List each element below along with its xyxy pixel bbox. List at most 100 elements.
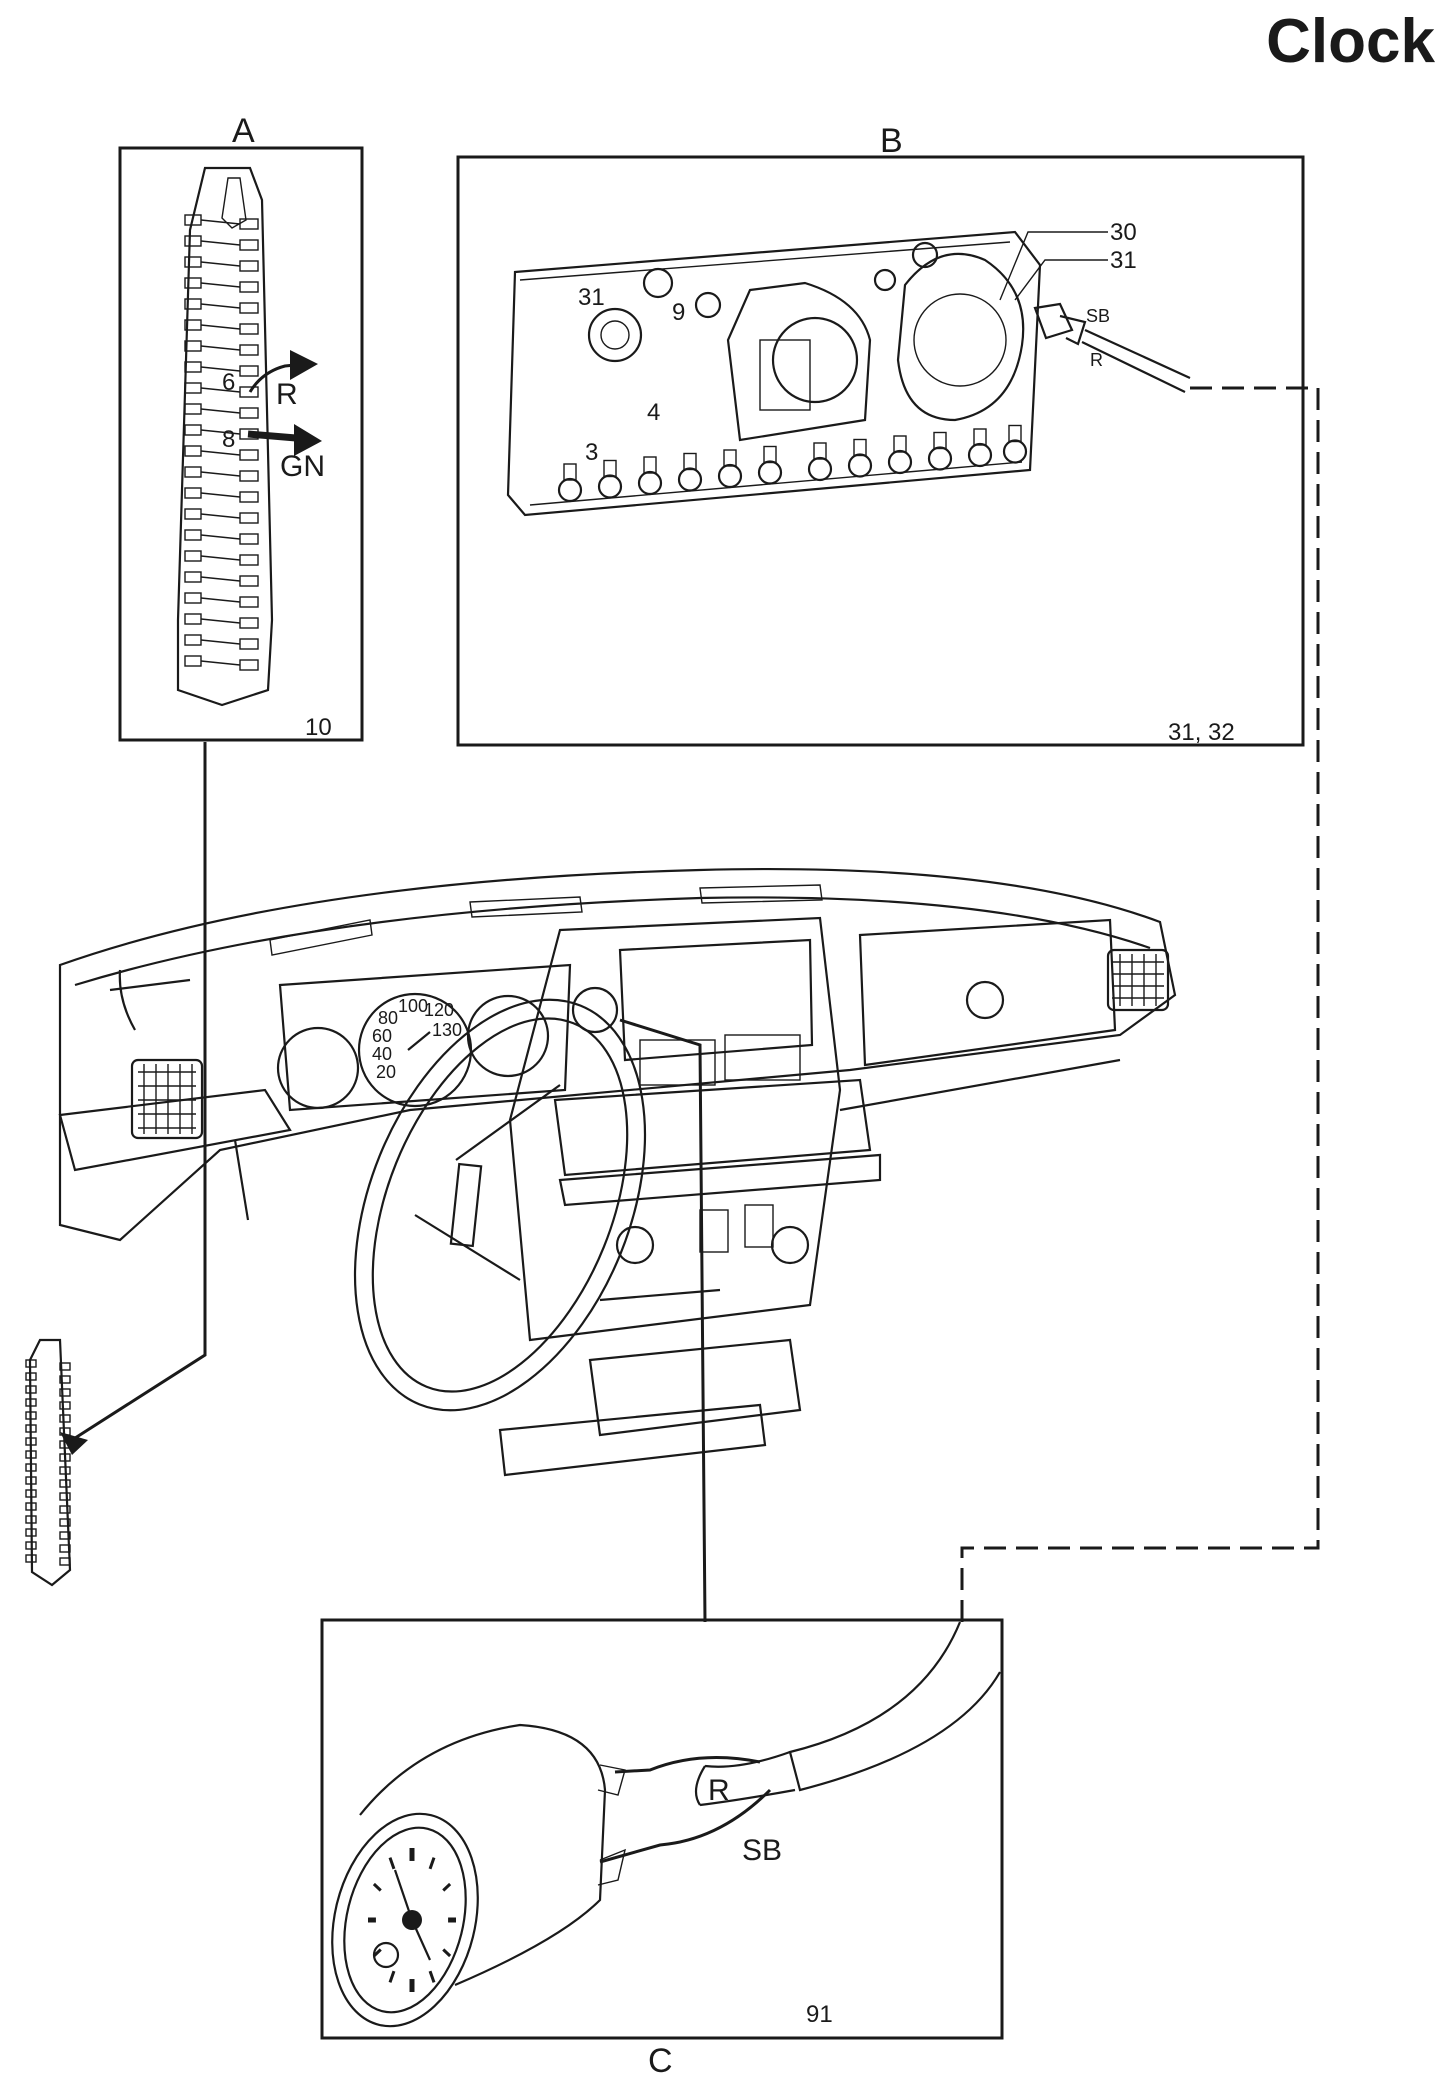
thumb-terminal [25, 1554, 37, 1563]
thumb-terminal [59, 1518, 71, 1527]
clock-connector-plug [1033, 302, 1191, 393]
board-knob [1002, 439, 1028, 464]
board-knob-stem [603, 459, 617, 478]
thumb-terminal [25, 1424, 37, 1433]
clock-tick [388, 1970, 396, 1983]
pin-6-label: 6 [222, 369, 235, 396]
terminal-right [239, 554, 259, 566]
terminal-bar [200, 303, 241, 309]
terminal-left [184, 235, 202, 247]
board-knob-stem [643, 456, 657, 474]
speedo-tick-60: 60 [372, 1026, 392, 1046]
speedo-tick-20: 20 [376, 1062, 396, 1082]
terminal-right [239, 638, 259, 650]
terminal-left [184, 445, 202, 457]
terminal-right [239, 281, 259, 293]
terminal-bar [200, 408, 241, 414]
clock-tick [428, 1857, 436, 1870]
speedo-tick-100: 100 [398, 996, 428, 1016]
clock-tick [388, 1857, 396, 1870]
wire-gn-arrow-a [247, 424, 322, 456]
board-knob [717, 463, 743, 489]
terminal-left [184, 487, 202, 499]
thumb-terminal [59, 1388, 71, 1397]
dashboard-illustration: 100 120 80 130 60 40 20 [58, 867, 1177, 1477]
panel-c-ref: 91 [806, 2001, 833, 2028]
page-title: Clock [1266, 7, 1435, 76]
terminal-right [239, 596, 259, 608]
thumb-terminal [25, 1385, 37, 1394]
panel-a-letter: A [232, 112, 255, 150]
wire-a-to-fuse [71, 742, 207, 1442]
clock-unit [331, 1723, 626, 2028]
clock-hub [402, 1910, 422, 1930]
panel-b: B 31, 32 31 9 4 3 30 31 [456, 122, 1305, 747]
terminal-bar [200, 429, 241, 435]
board-knob-stem [723, 449, 737, 467]
clock-tick [372, 1882, 382, 1892]
board-knob-stem [933, 431, 947, 450]
terminal-bar [200, 492, 241, 498]
terminal-left [184, 613, 202, 625]
board-knob [597, 474, 623, 499]
terminal-right [239, 407, 259, 419]
thumb-terminal [25, 1372, 37, 1381]
terminal-right [239, 659, 259, 671]
board-knob-stem [813, 442, 827, 460]
clock-adjust-knob [372, 1941, 400, 1969]
thumb-terminal [25, 1489, 37, 1498]
terminal-bar [200, 555, 241, 561]
terminal-right [239, 344, 259, 356]
thumb-terminal [25, 1398, 37, 1407]
panel-a-frame [118, 146, 364, 742]
panel-a-ref: 10 [305, 714, 332, 741]
panel-c: C 91 R SB [320, 1618, 1004, 2077]
terminal-bar [200, 261, 241, 267]
terminal-bar [200, 345, 241, 351]
speedo-tick-120: 120 [424, 1000, 454, 1020]
terminal-left [184, 403, 202, 415]
board-knob-stem [563, 463, 577, 481]
thumb-terminal [25, 1476, 37, 1485]
terminal-left [184, 529, 202, 541]
terminal-left [184, 655, 202, 667]
terminal-bar [200, 324, 241, 330]
thumb-terminal [59, 1492, 71, 1501]
panel-b-frame [456, 155, 1305, 747]
terminal-right [239, 239, 259, 251]
terminal-left [184, 550, 202, 562]
thumb-terminal [25, 1463, 37, 1472]
terminal-bar [200, 387, 241, 393]
wire-r-arrow-a [248, 350, 318, 393]
terminal-right [239, 323, 259, 335]
thumb-terminal [25, 1528, 37, 1537]
thumb-terminal [25, 1450, 37, 1459]
terminal-right [239, 512, 259, 524]
panel-b-letter: B [880, 122, 903, 160]
thumb-terminal [59, 1557, 71, 1566]
board-label-31: 31 [578, 284, 605, 311]
terminal-bar [200, 471, 241, 477]
board-knob-stem [683, 452, 697, 471]
board-knob [887, 449, 913, 475]
panel-a: A 10 6 8 R GN [118, 112, 364, 742]
wire-sb-label-c: SB [742, 1834, 782, 1867]
terminal-bar [200, 282, 241, 288]
panel-b-ref: 31, 32 [1168, 719, 1235, 746]
terminal-right [239, 260, 259, 272]
speedometer-ticks: 100 120 80 130 60 40 20 [372, 996, 462, 1082]
wire-r-label-c: R [708, 1774, 730, 1807]
thumb-terminal [25, 1437, 37, 1446]
wire-sb-c [599, 1788, 772, 1864]
thumb-terminal [59, 1544, 71, 1553]
board-label-9: 9 [672, 299, 685, 326]
terminal-bar [200, 618, 241, 624]
thumb-terminal [25, 1515, 37, 1524]
clock-tick [428, 1970, 436, 1983]
thumb-terminal [59, 1414, 71, 1423]
thumb-terminal [59, 1401, 71, 1410]
board-knob-stem [853, 438, 867, 457]
panel-c-letter: C [648, 2042, 673, 2077]
terminal-right [239, 365, 259, 377]
